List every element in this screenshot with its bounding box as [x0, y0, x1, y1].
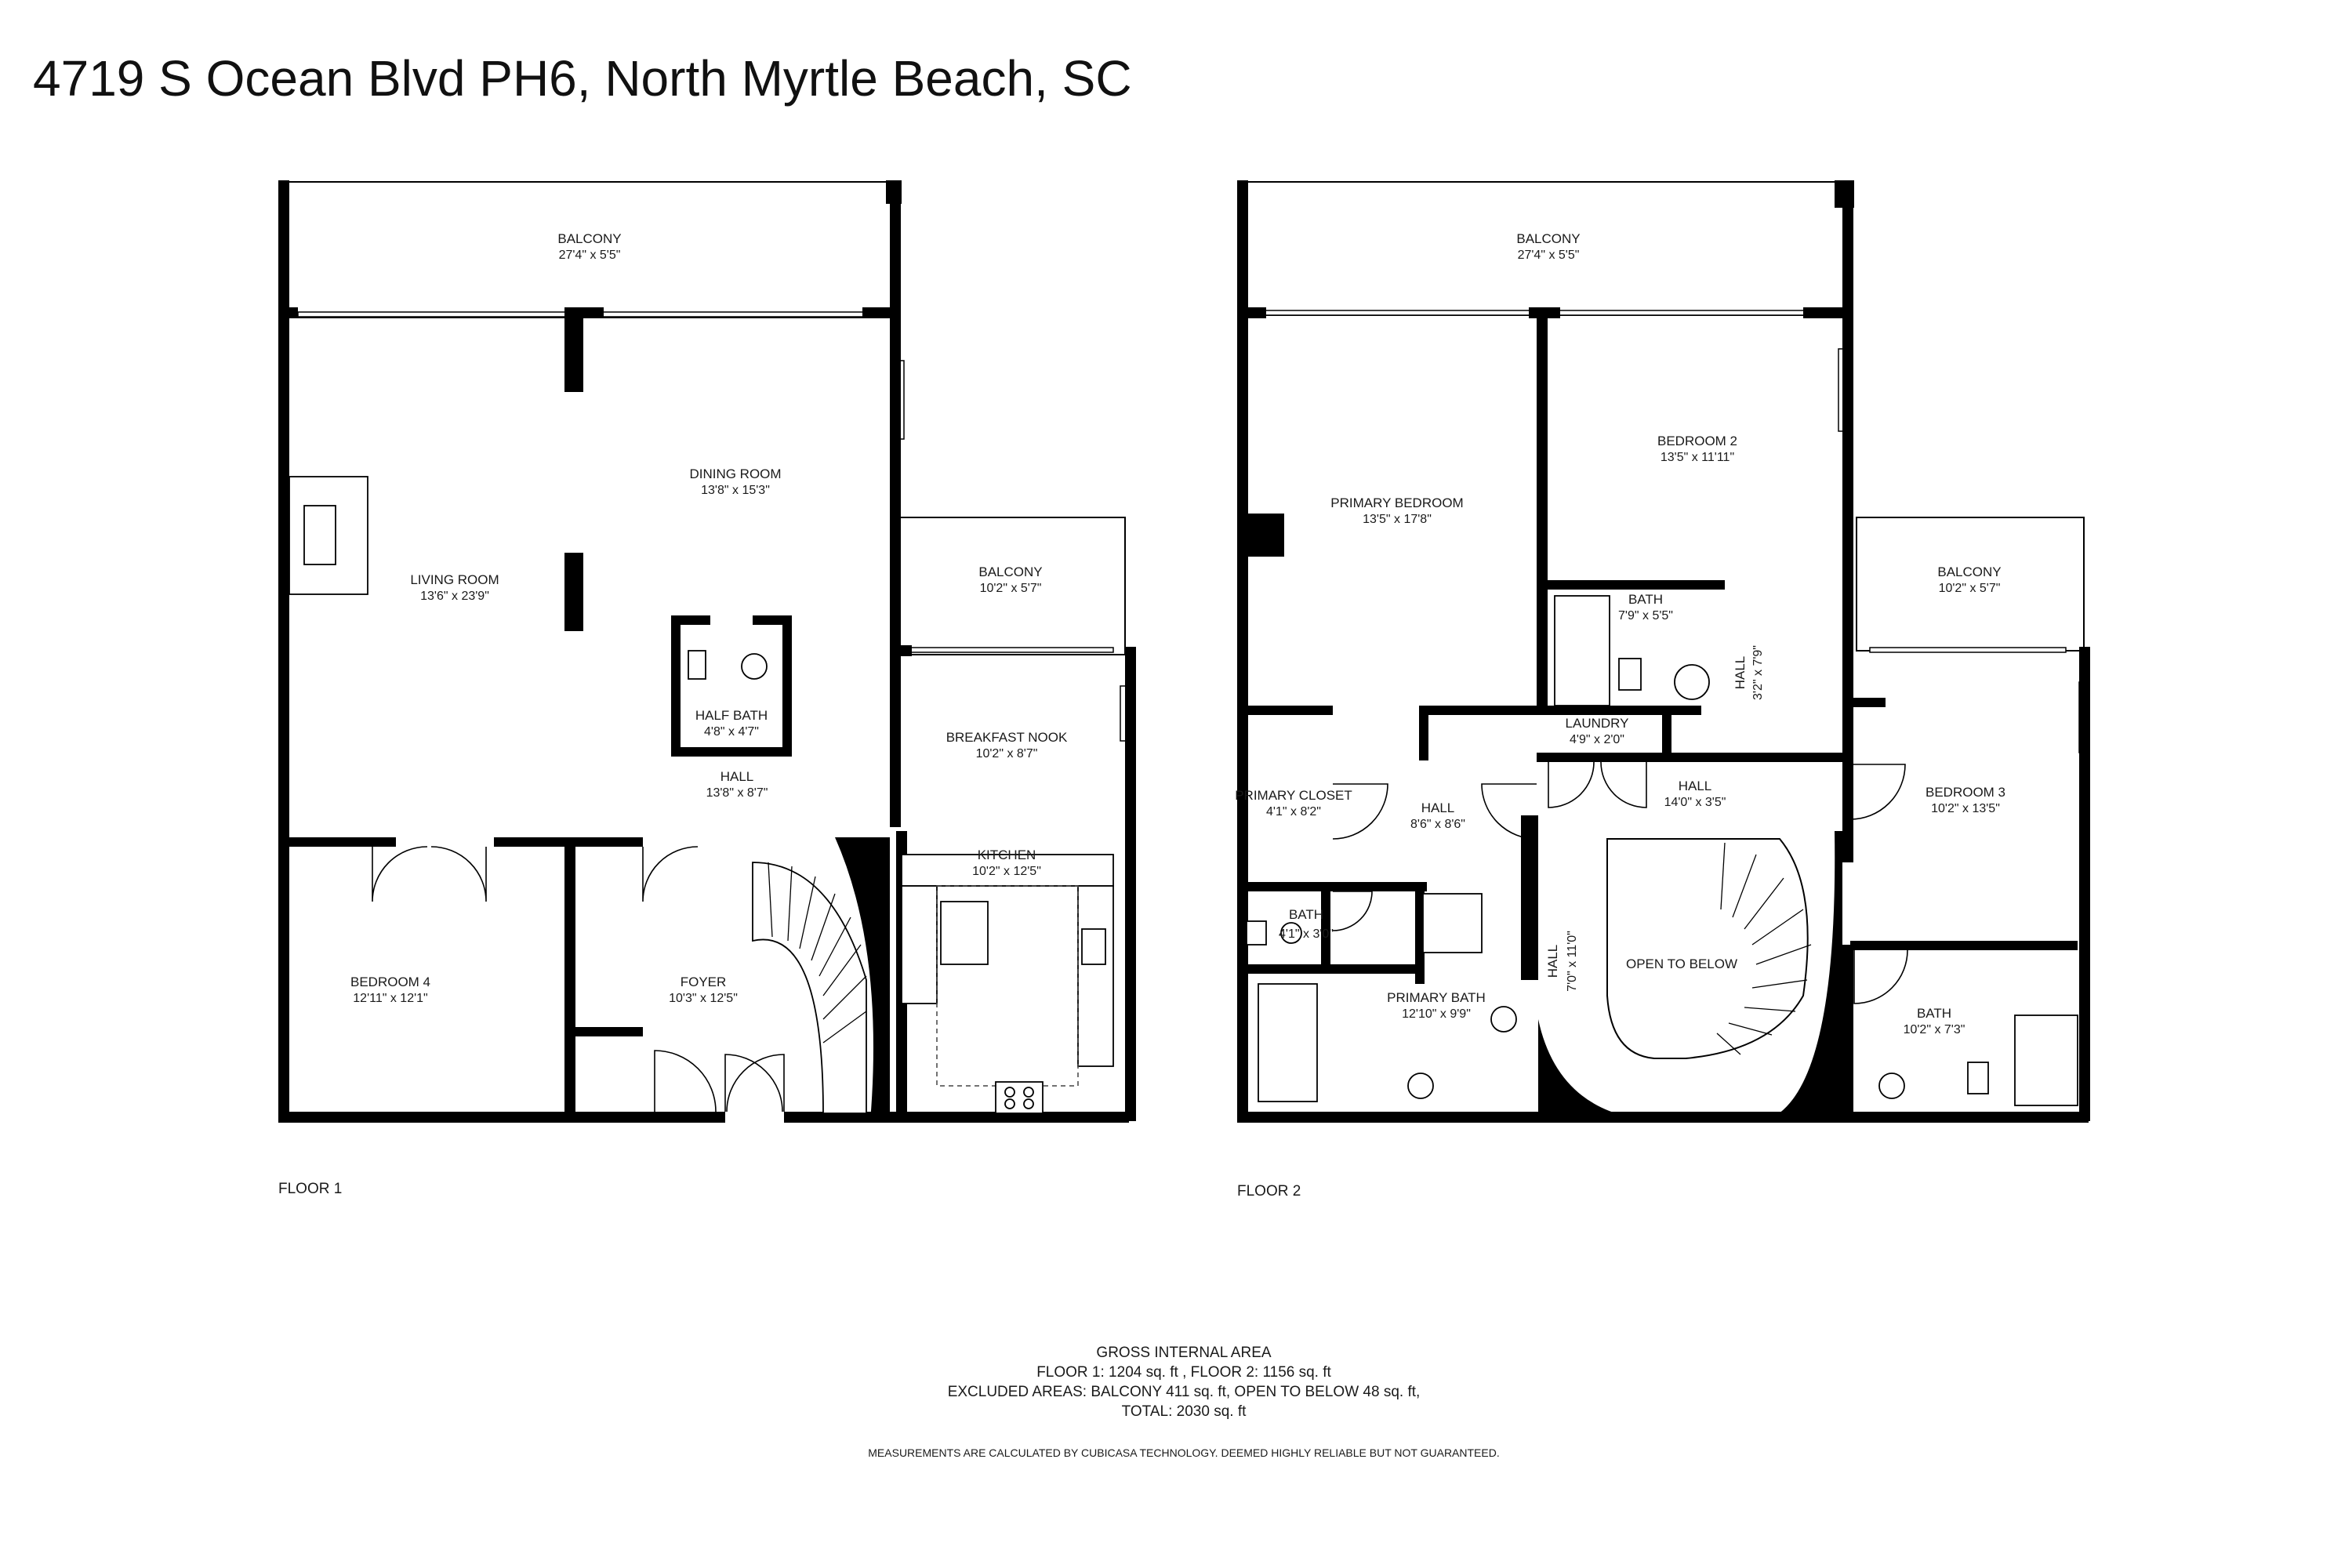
room-label: KITCHEN — [978, 848, 1036, 862]
room-dimensions: 13'6" x 23'9" — [420, 590, 489, 603]
room-label: DINING ROOM — [689, 466, 781, 481]
room-dimensions: 10'2" x 12'5" — [972, 865, 1041, 878]
listing-title: 4719 S Ocean Blvd PH6, North Myrtle Beac… — [33, 50, 1132, 107]
room-dimensions: 10'2" x 13'5" — [1931, 802, 2000, 815]
room-label: FOYER — [681, 975, 727, 989]
room-label: HALL — [1733, 656, 1748, 690]
floor-1-plan — [278, 180, 1136, 1123]
room-dimensions: 13'8" x 15'3" — [701, 484, 770, 497]
room-label: PRIMARY CLOSET — [1235, 788, 1352, 803]
disclaimer: MEASUREMENTS ARE CALCULATED BY CUBICASA … — [868, 1446, 1499, 1459]
room-label: HALL — [1421, 800, 1455, 815]
floor-2-plan — [1237, 180, 2090, 1123]
room-label: BEDROOM 2 — [1657, 434, 1737, 448]
area-heading: GROSS INTERNAL AREA — [1096, 1345, 1271, 1361]
room-label: BEDROOM 3 — [1926, 785, 2005, 800]
room-dimensions: 3'2" x 7'9" — [1751, 645, 1765, 700]
room-label: BALCONY — [1937, 564, 2001, 579]
room-label: LAUNDRY — [1566, 716, 1629, 731]
room-label: BREAKFAST NOOK — [946, 730, 1068, 745]
room-label: HALL — [1679, 779, 1712, 793]
room-label: HALL — [720, 769, 754, 784]
area-excluded: EXCLUDED AREAS: BALCONY 411 sq. ft, OPEN… — [948, 1384, 1421, 1400]
room-dimensions: 27'4" x 5'5" — [559, 249, 621, 262]
room-label: BATH — [1917, 1006, 1951, 1021]
room-label: PRIMARY BATH — [1387, 990, 1486, 1005]
room-label: BALCONY — [978, 564, 1042, 579]
floor-1-label: FLOOR 1 — [278, 1181, 342, 1197]
room-dimensions: 13'8" x 8'7" — [706, 786, 768, 800]
room-dimensions: 10'2" x 8'7" — [976, 747, 1038, 760]
room-dimensions: 27'4" x 5'5" — [1518, 249, 1580, 262]
room-label: HALF BATH — [695, 708, 768, 723]
area-total: TOTAL: 2030 sq. ft — [1122, 1403, 1247, 1420]
room-dimensions: 14'0" x 3'5" — [1664, 796, 1726, 809]
room-labels: BALCONY 27'4" x 5'5" DINING ROOM 13'8" x… — [350, 231, 2005, 1036]
room-label: BALCONY — [1516, 231, 1580, 246]
room-dimensions: 10'2" x 5'7" — [1939, 582, 2001, 595]
room-label: HALL — [1545, 945, 1560, 978]
room-label: BATH — [1289, 907, 1323, 922]
room-label: BATH — [1628, 592, 1663, 607]
floor-2-label: FLOOR 2 — [1237, 1183, 1301, 1200]
room-label: PRIMARY BEDROOM — [1330, 495, 1463, 510]
room-dimensions: 4'1" x 3'0" — [1279, 927, 1334, 941]
room-label: OPEN TO BELOW — [1626, 956, 1737, 971]
room-dimensions: 4'8" x 4'7" — [704, 725, 759, 739]
room-dimensions: 7'9" x 5'5" — [1618, 609, 1673, 622]
area-floors: FLOOR 1: 1204 sq. ft , FLOOR 2: 1156 sq.… — [1036, 1364, 1331, 1381]
room-dimensions: 7'0" x 11'0" — [1566, 931, 1579, 992]
room-label: BEDROOM 4 — [350, 975, 430, 989]
room-dimensions: 13'5" x 11'11" — [1661, 451, 1734, 464]
room-dimensions: 10'3" x 12'5" — [669, 992, 738, 1005]
room-dimensions: 8'6" x 8'6" — [1410, 818, 1465, 831]
room-dimensions: 10'2" x 7'3" — [1904, 1023, 1965, 1036]
room-dimensions: 12'10" x 9'9" — [1402, 1007, 1471, 1021]
room-dimensions: 12'11" x 12'1" — [353, 992, 427, 1005]
area-summary: GROSS INTERNAL AREA FLOOR 1: 1204 sq. ft… — [868, 1345, 1499, 1459]
room-label: BALCONY — [557, 231, 621, 246]
room-label: LIVING ROOM — [410, 572, 499, 587]
room-dimensions: 13'5" x 17'8" — [1363, 513, 1432, 526]
room-dimensions: 4'9" x 2'0" — [1570, 733, 1624, 746]
room-dimensions: 4'1" x 8'2" — [1266, 805, 1321, 818]
room-dimensions: 10'2" x 5'7" — [980, 582, 1042, 595]
